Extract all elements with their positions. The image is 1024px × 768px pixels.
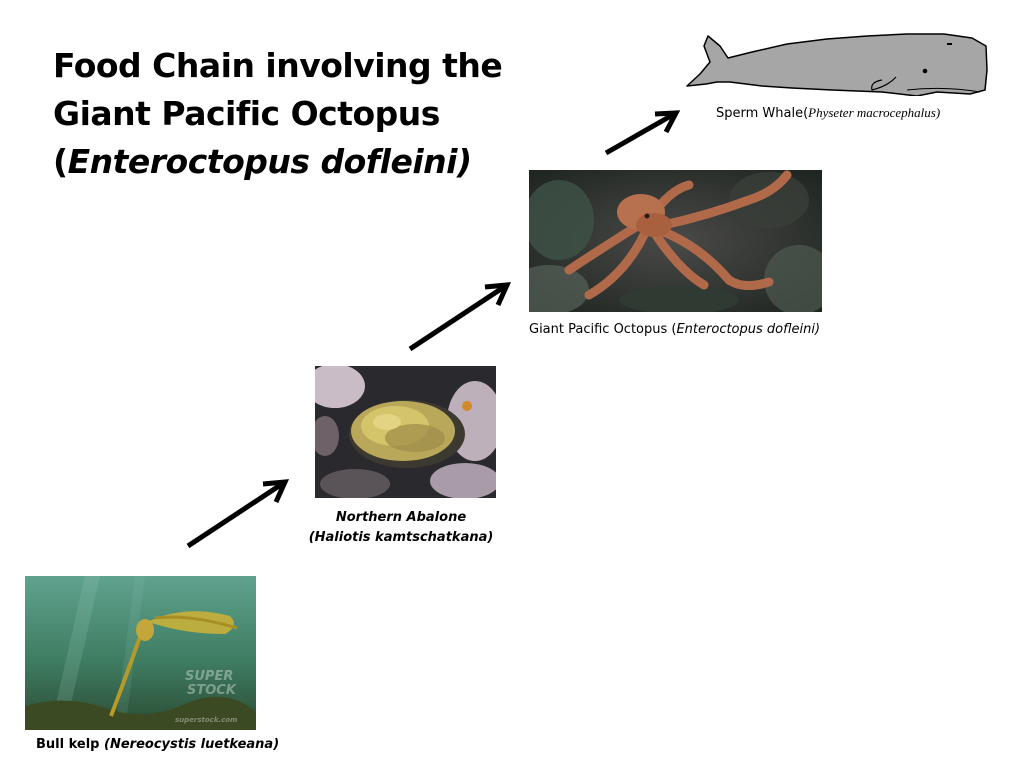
sperm-whale-image bbox=[686, 33, 988, 96]
watermark: SUPER STOCK superstock.com bbox=[175, 669, 237, 724]
page-title: Food Chain involving the Giant Pacific O… bbox=[53, 42, 573, 186]
kelp-common-name: Bull kelp bbox=[36, 737, 105, 752]
octopus-caption: Giant Pacific Octopus (Enteroctopus dofl… bbox=[529, 322, 820, 337]
northern-abalone-photo bbox=[315, 366, 496, 498]
sperm-whale-scientific-name: Physeter macrocephalus) bbox=[808, 105, 941, 120]
octopus-scientific-name: Enteroctopus dofleini) bbox=[676, 322, 821, 337]
octopus-common-name: Giant Pacific Octopus ( bbox=[529, 322, 677, 337]
arrow-up-right-icon bbox=[186, 479, 290, 549]
watermark-line1: SUPER bbox=[185, 669, 233, 684]
sperm-whale-caption: Sperm Whale(Physeter macrocephalus) bbox=[716, 105, 940, 121]
abalone-scientific-name: (Haliotis kamtschatkana) bbox=[308, 530, 494, 545]
abalone-caption: Northern Abalone (Haliotis kamtschatkana… bbox=[301, 508, 501, 548]
bull-kelp-photo: SUPER STOCK superstock.com bbox=[25, 576, 256, 730]
kelp-caption: Bull kelp (Nereocystis luetkeana) bbox=[36, 737, 279, 752]
abalone-common-name: Northern Abalone bbox=[335, 510, 467, 525]
sperm-whale-common-name: Sperm Whale( bbox=[716, 106, 809, 121]
watermark-site: superstock.com bbox=[175, 716, 237, 724]
arrow-up-right-icon bbox=[604, 110, 681, 156]
title-italic: Enteroctopus dofleini) bbox=[67, 142, 472, 181]
kelp-scientific-name: (Nereocystis luetkeana) bbox=[104, 737, 280, 752]
watermark-line2: STOCK bbox=[187, 683, 237, 698]
arrow-up-right-icon bbox=[408, 282, 512, 352]
giant-pacific-octopus-photo bbox=[529, 170, 822, 312]
title-plain: Food Chain involving the Giant Pacific O… bbox=[53, 46, 503, 181]
